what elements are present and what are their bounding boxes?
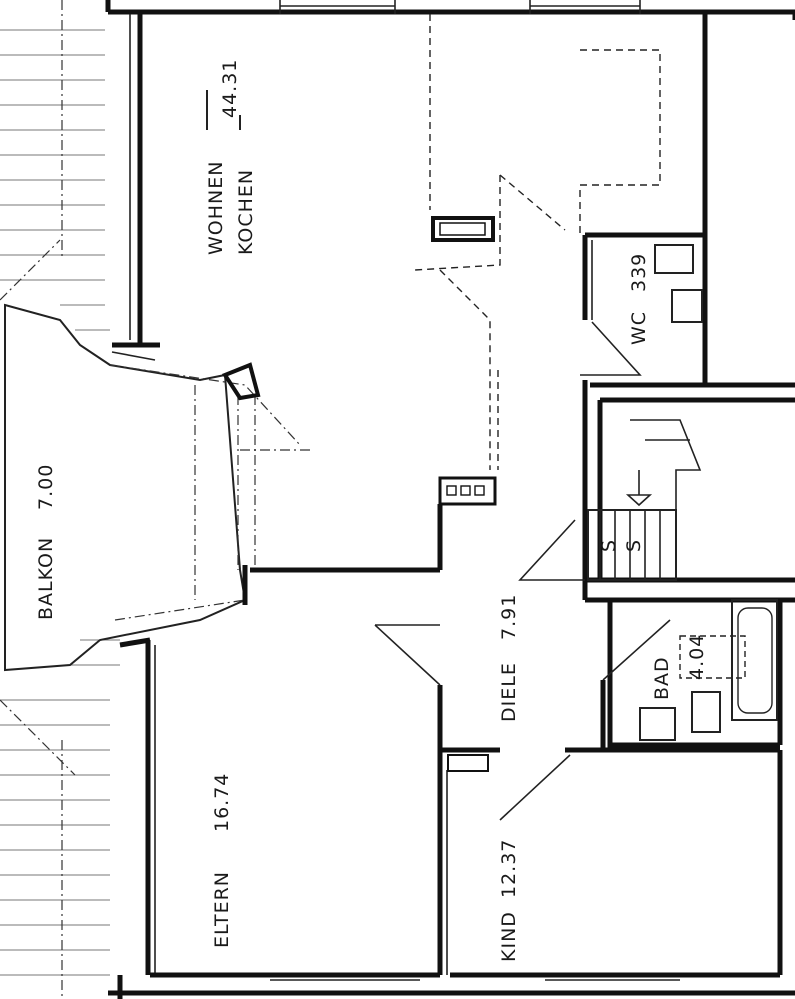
room-label-wohnen: WOHNEN KOCHEN 44.31 [205,59,257,255]
room-label-balkon: BALKON 7.00 [35,464,57,620]
room-label-diele: DIELE 7.91 [498,594,520,722]
svg-text:S: S [598,539,620,552]
door-to-balcony [221,362,261,401]
room-name-diele: DIELE [498,662,520,722]
outer-walls [105,0,795,999]
room-name-eltern: ELTERN [211,871,233,948]
bedroom-walls [119,565,448,978]
room-area-diele: 7.91 [498,594,520,640]
roof-hatching [0,0,120,999]
balcony [4,303,310,672]
room-area-wohnen: 44.31 [219,59,241,118]
room-label-eltern: ELTERN 16.74 [211,773,233,948]
room-label-wc: WC 339 [628,253,650,345]
room-area-balkon: 7.00 [35,464,57,510]
room-name-kind: KIND [498,911,520,962]
kid-room-walls [440,747,783,978]
kitchen-counter [414,14,661,470]
chimney [437,476,497,570]
room-area-eltern: 16.74 [211,773,233,832]
living-room-walls [111,14,795,603]
room-name-kochen: KOCHEN [235,169,257,255]
room-name-balkon: BALKON [35,537,57,620]
stove-icon [431,216,495,242]
room-label-bad: BAD 4.04 [651,634,708,700]
room-area-bad: 4.04 [686,634,708,680]
door-swings [374,321,671,821]
room-area-kind: 12.37 [498,839,520,898]
room-label-kind: KIND 12.37 [498,839,520,962]
staircase: S S [587,419,702,581]
room-name-wohnen: WOHNEN [205,161,227,255]
svg-text:S: S [623,539,645,552]
wc-fixtures [654,244,703,323]
room-name-wc: WC [628,311,650,345]
room-area-wc: 339 [628,253,650,292]
room-name-bad: BAD [651,656,673,700]
stove-burner [439,222,486,236]
bathroom [600,599,783,750]
